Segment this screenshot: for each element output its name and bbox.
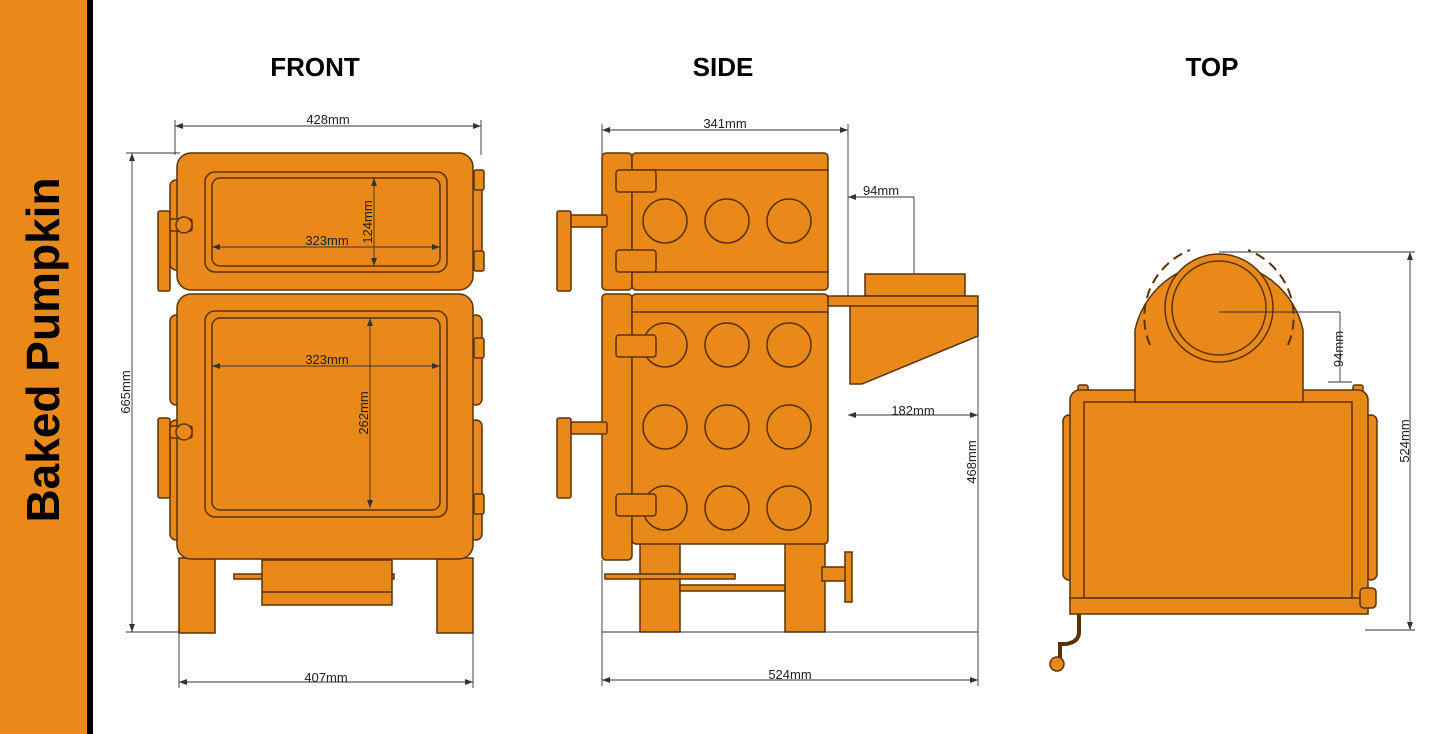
side-view [556,152,979,633]
front-height-label: 665mm [118,370,133,413]
front-width-top-label: 428mm [306,112,349,127]
dimension-arrows [129,123,1413,685]
front-view-label: FRONT [270,52,360,82]
top-depth-label: 524mm [1397,419,1412,462]
side-depth-top-label: 341mm [703,116,746,131]
side-height-label: 468mm [964,440,979,483]
top-view-label: TOP [1185,52,1239,82]
top-flue-offset-label: 94mm [1331,331,1346,367]
front-width-base-label: 407mm [304,670,347,685]
front-upper-width-label: 323mm [305,233,348,248]
side-shelf-label: 182mm [891,403,934,418]
side-flue-label: 94mm [863,183,899,198]
top-vent-slots [1143,249,1295,346]
front-view [157,152,485,634]
title-band-divider [87,0,93,734]
title-band [0,0,87,734]
front-upper-height-label: 124mm [360,200,375,243]
top-view [1049,253,1378,672]
side-view-label: SIDE [692,52,754,82]
dimension-lines [126,120,1415,688]
front-lower-height-label: 262mm [356,391,371,434]
front-lower-width-label: 323mm [305,352,348,367]
side-depth-total-label: 524mm [768,667,811,682]
